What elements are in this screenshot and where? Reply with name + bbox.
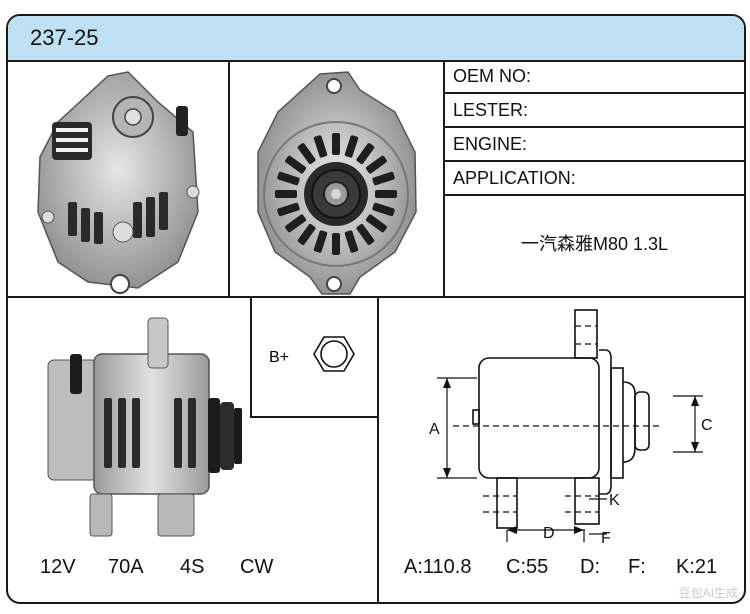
rear-view-photo [8,62,228,296]
oem-row: OEM NO: [445,60,744,94]
pulley-rating: 4S [180,556,205,578]
application-row: APPLICATION: [445,162,744,196]
dim-label-a: A [429,421,440,438]
dim-label-k: K [609,492,620,509]
oem-label: OEM NO: [453,66,532,86]
engine-row: ENGINE: [445,128,744,162]
vent-slot [344,135,359,158]
vent-slot [277,171,300,186]
dimension-drawing: A C D F K [379,298,744,548]
vent-slot [277,202,300,217]
dim-label-d: D [543,525,555,542]
lester-label: LESTER: [453,100,529,120]
lester-row: LESTER: [445,94,744,128]
vent-slot [356,223,375,245]
vent-slot [297,143,316,165]
divider-bottom-1 [250,298,252,418]
dim-label-f: F [601,530,611,547]
terminal-diagram: B+ [252,298,377,416]
vent-slot [332,233,340,255]
vent-slot [297,223,316,245]
vent-slot [275,190,297,198]
dimension-d: D: [580,556,600,578]
vent-slot [285,155,307,174]
vent-slot [313,230,328,253]
terminal-label: B+ [269,349,289,366]
divider-bottom-2 [377,298,379,602]
vent-slot [344,230,359,253]
dimension-f: F: [628,556,646,578]
vent-slot [356,143,375,165]
vent-slot [375,190,397,198]
divider-bottom-3 [250,416,379,418]
application-label: APPLICATION: [453,168,576,188]
vent-slot [313,135,328,158]
vent-slot [285,214,307,233]
model-number: 237-25 [30,25,99,50]
watermark: 豆包AI生成 [678,586,738,600]
side-view-photo [8,298,250,548]
rotation-rating: CW [240,556,274,578]
front-view-photo [230,62,443,296]
engine-label: ENGINE: [453,134,528,154]
amperage-rating: 70A [108,556,144,578]
voltage-rating: 12V [40,556,76,578]
vent-slot [365,214,387,233]
vent-slot [332,133,340,155]
product-spec-sheet: 237-25 OEM NO: LESTER: ENGINE: APPLICATI… [6,14,746,604]
divider-top-2 [443,60,445,296]
vent-slot [365,155,387,174]
divider-middle [8,296,744,298]
dimension-a: A:110.8 [404,556,472,578]
dimension-k: K:21 [676,556,718,578]
vent-slot [372,202,395,217]
divider-top-1 [228,60,230,296]
vent-slot [372,171,395,186]
title-bar: 237-25 [8,16,744,62]
dimension-c: C:55 [506,556,549,578]
application-value: 一汽森雅M80 1.3L [520,234,669,254]
dim-label-c: C [701,417,713,434]
